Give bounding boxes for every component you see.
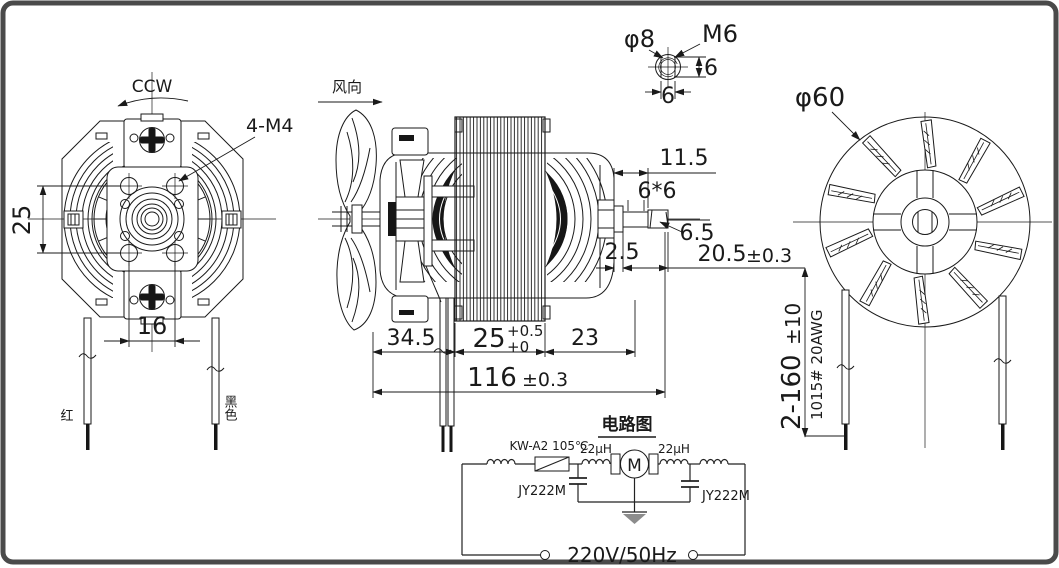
shaft-end-detail: φ8 M6 6 6 <box>624 20 738 109</box>
mount-hole <box>162 240 188 266</box>
mount-hole <box>116 240 142 266</box>
mount-hole <box>162 173 188 199</box>
dim-rear: 34.5 <box>387 326 436 351</box>
svg-text:6*6: 6*6 <box>638 179 677 204</box>
dim-flat-width: 6 <box>674 56 718 81</box>
dim-front: 23 <box>571 326 599 351</box>
fan-side <box>332 109 394 331</box>
svg-text:16: 16 <box>137 312 168 340</box>
dim-shaft-ext-20-5: 20.5 ±0.3 <box>622 232 805 272</box>
dim-lead-length: 2-160 ±10 1015# 20AWG <box>777 267 845 438</box>
circuit-title: 电路图 <box>602 414 653 435</box>
side-clip-right <box>221 210 242 229</box>
circuit-diagram: 电路图 M <box>461 414 750 567</box>
lead-length-tol: ±10 <box>781 303 805 345</box>
motor-symbol: M <box>610 449 659 479</box>
svg-text:6: 6 <box>704 56 718 81</box>
ccw-arrow <box>117 97 189 107</box>
inductor-left-label: 22μH <box>580 442 612 456</box>
capacitor-left <box>569 464 587 502</box>
dim-chain-lengths: 34.5 25 +0.5 +0 23 116 ±0.3 <box>372 232 666 398</box>
inductor-left <box>581 458 611 465</box>
mounting-plate <box>106 166 199 272</box>
motor-body-outline <box>61 120 244 318</box>
cap-left-label: JY222M <box>517 484 566 499</box>
dim-total: 116 <box>467 363 517 393</box>
svg-text:6: 6 <box>661 84 675 109</box>
inductor-right <box>659 458 689 465</box>
choke-coil-outer-left <box>486 458 516 465</box>
dim-collar-2-5: 2.5 <box>596 231 641 272</box>
fan-dia-label: φ60 <box>795 83 845 113</box>
wire-red-label: 红 <box>60 408 73 424</box>
shaft-dia-label: φ8 <box>624 25 655 53</box>
dim-flat-height: 6 <box>645 81 691 109</box>
terminal-right <box>688 550 698 560</box>
side-view: 风向 11.5 6*6 6.5 2.5 <box>318 78 805 452</box>
dim-stack: 25 <box>472 324 505 354</box>
thermal-fuse <box>534 456 570 472</box>
front-view: CCW 4-M4 25 16 <box>8 72 293 450</box>
dim-hole-spacing-v: 25 <box>8 185 120 254</box>
dim-stack-tol-up: +0.5 <box>507 322 543 340</box>
inductor-right-label: 22μH <box>658 442 690 456</box>
fan-view: φ60 2-160 ±10 1015# 20AWG <box>777 83 1052 450</box>
commutator-assembly <box>388 159 475 283</box>
svg-text:2.5: 2.5 <box>605 240 640 265</box>
svg-text:6.5: 6.5 <box>680 221 715 246</box>
svg-text:20.5: 20.5 <box>698 242 747 267</box>
dim-bearing-11-5: 11.5 <box>613 146 716 208</box>
svg-text:±0.3: ±0.3 <box>746 245 792 267</box>
side-clip-left <box>63 210 84 229</box>
lead-length-value: 2-160 <box>777 354 807 430</box>
dim-total-tol: ±0.3 <box>522 369 568 391</box>
motor-lead-wires <box>425 265 455 452</box>
capacitor-right <box>681 464 699 502</box>
cap-right-label: JY222M <box>701 489 750 504</box>
motor-letter: M <box>627 456 642 476</box>
dim-hole-spacing-h: 16 <box>104 262 200 347</box>
output-shaft <box>597 199 669 239</box>
fan-lead-wire-right <box>993 295 1012 450</box>
terminal-left <box>540 550 550 560</box>
dim-shaft-flat-6x6: 6*6 <box>627 179 677 211</box>
rotation-direction-label: CCW <box>132 77 173 97</box>
thermal-fuse-label: KW-A2 105℃ <box>510 439 589 453</box>
top-bracket <box>123 113 182 169</box>
ground-symbol <box>622 511 647 524</box>
svg-text:25: 25 <box>8 205 36 236</box>
lead-wire-red <box>78 317 97 450</box>
shaft-hub <box>119 186 185 252</box>
choke-coil-outer-right <box>699 458 729 465</box>
airflow-label: 风向 <box>332 78 362 96</box>
dim-thread-6-5: 6.5 <box>659 219 715 246</box>
mount-holes-label: 4-M4 <box>246 115 293 137</box>
lead-wire-black <box>206 317 225 450</box>
supply-label: 220V/50Hz <box>567 543 677 567</box>
svg-text:11.5: 11.5 <box>660 146 709 171</box>
dim-stack-tol-dn: +0 <box>507 338 529 356</box>
fan-lead-wire-left <box>836 289 855 450</box>
thread-label: M6 <box>702 20 738 48</box>
mount-hole <box>116 173 142 199</box>
terminal-block <box>391 127 429 156</box>
hub-cross <box>873 170 977 274</box>
wire-spec-label: 1015# 20AWG <box>808 310 826 421</box>
stator-stack <box>454 116 551 322</box>
wire-black-label: 黑色 <box>222 395 238 421</box>
